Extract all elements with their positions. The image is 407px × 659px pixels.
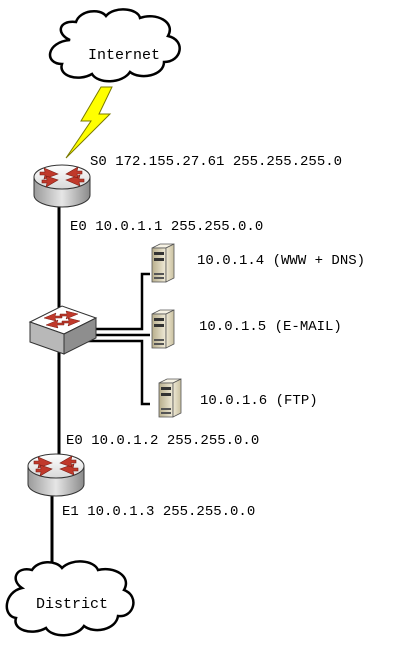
switch[interactable]	[28, 305, 98, 355]
serial-interface-label: S0 172.155.27.61 255.255.255.0	[90, 154, 342, 170]
router-icon	[27, 453, 85, 497]
cloud-label: Internet	[88, 47, 160, 64]
router-bottom-e0-label: E0 10.0.1.2 255.255.0.0	[66, 433, 259, 449]
lightning-icon	[65, 86, 113, 159]
server-label: 10.0.1.6 (FTP)	[200, 393, 318, 409]
server-ftp[interactable]	[158, 378, 182, 418]
server-email[interactable]	[151, 309, 175, 349]
server-icon	[158, 378, 182, 418]
router-top-e0-label: E0 10.0.1.1 255.255.0.0	[70, 219, 263, 235]
cloud-icon	[48, 8, 181, 83]
server-label: 10.0.1.4 (WWW + DNS)	[197, 253, 365, 269]
server-icon	[151, 243, 175, 283]
router-bottom[interactable]	[27, 453, 85, 497]
internet-cloud[interactable]: Internet	[48, 8, 181, 83]
switch-icon	[28, 305, 98, 355]
server-icon	[151, 309, 175, 349]
district-cloud[interactable]: District	[5, 560, 135, 637]
link-switch-server-3	[87, 339, 150, 406]
router-top[interactable]	[33, 164, 91, 208]
link-switch-server-1	[87, 272, 150, 331]
router-bottom-e1-label: E1 10.0.1.3 255.255.0.0	[62, 504, 255, 520]
cloud-icon	[5, 560, 135, 637]
cloud-label: District	[36, 596, 108, 613]
router-icon	[33, 164, 91, 208]
server-label: 10.0.1.5 (E-MAIL)	[199, 319, 342, 335]
server-www-dns[interactable]	[151, 243, 175, 283]
